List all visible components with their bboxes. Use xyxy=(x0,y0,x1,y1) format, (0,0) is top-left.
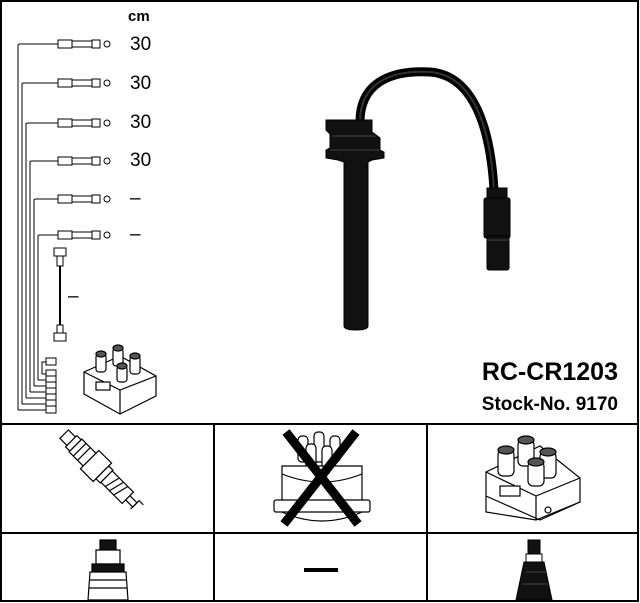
coil-lead-length: – xyxy=(68,286,79,307)
lead-connector-1 xyxy=(57,39,111,49)
lead-length-2: 30 xyxy=(130,73,152,94)
ignition-lead-drawing xyxy=(325,67,511,331)
lead-length-4: 30 xyxy=(130,150,152,171)
no-item-dash xyxy=(304,568,338,572)
lead-length-6: – xyxy=(130,224,141,245)
not-included-cross-icon xyxy=(280,429,362,527)
lead-connectors xyxy=(57,39,111,240)
lead-length-3: 30 xyxy=(130,112,152,133)
lead-connector-5 xyxy=(57,194,111,204)
coil-connector-stack xyxy=(45,357,57,414)
lead-connector-4 xyxy=(57,156,111,166)
lead-connector-6 xyxy=(57,230,111,240)
length-unit-label: cm xyxy=(128,8,150,25)
lead-connector-3 xyxy=(57,118,111,128)
straight-boot-icon xyxy=(87,539,129,601)
lead-set-schematic xyxy=(17,43,58,411)
lead-length-5: – xyxy=(130,188,141,209)
product-code: RC-CR1203 xyxy=(481,358,618,386)
coil-lead xyxy=(53,247,67,342)
spark-plug-icon xyxy=(59,429,144,510)
ignition-coil-icon xyxy=(485,435,581,521)
lead-length-1: 30 xyxy=(130,34,152,55)
coil-pack-small-icon xyxy=(83,344,157,415)
stock-number: Stock-No. 9170 xyxy=(481,394,618,415)
coil-boot-icon xyxy=(515,539,553,601)
lead-connector-2 xyxy=(57,78,111,88)
